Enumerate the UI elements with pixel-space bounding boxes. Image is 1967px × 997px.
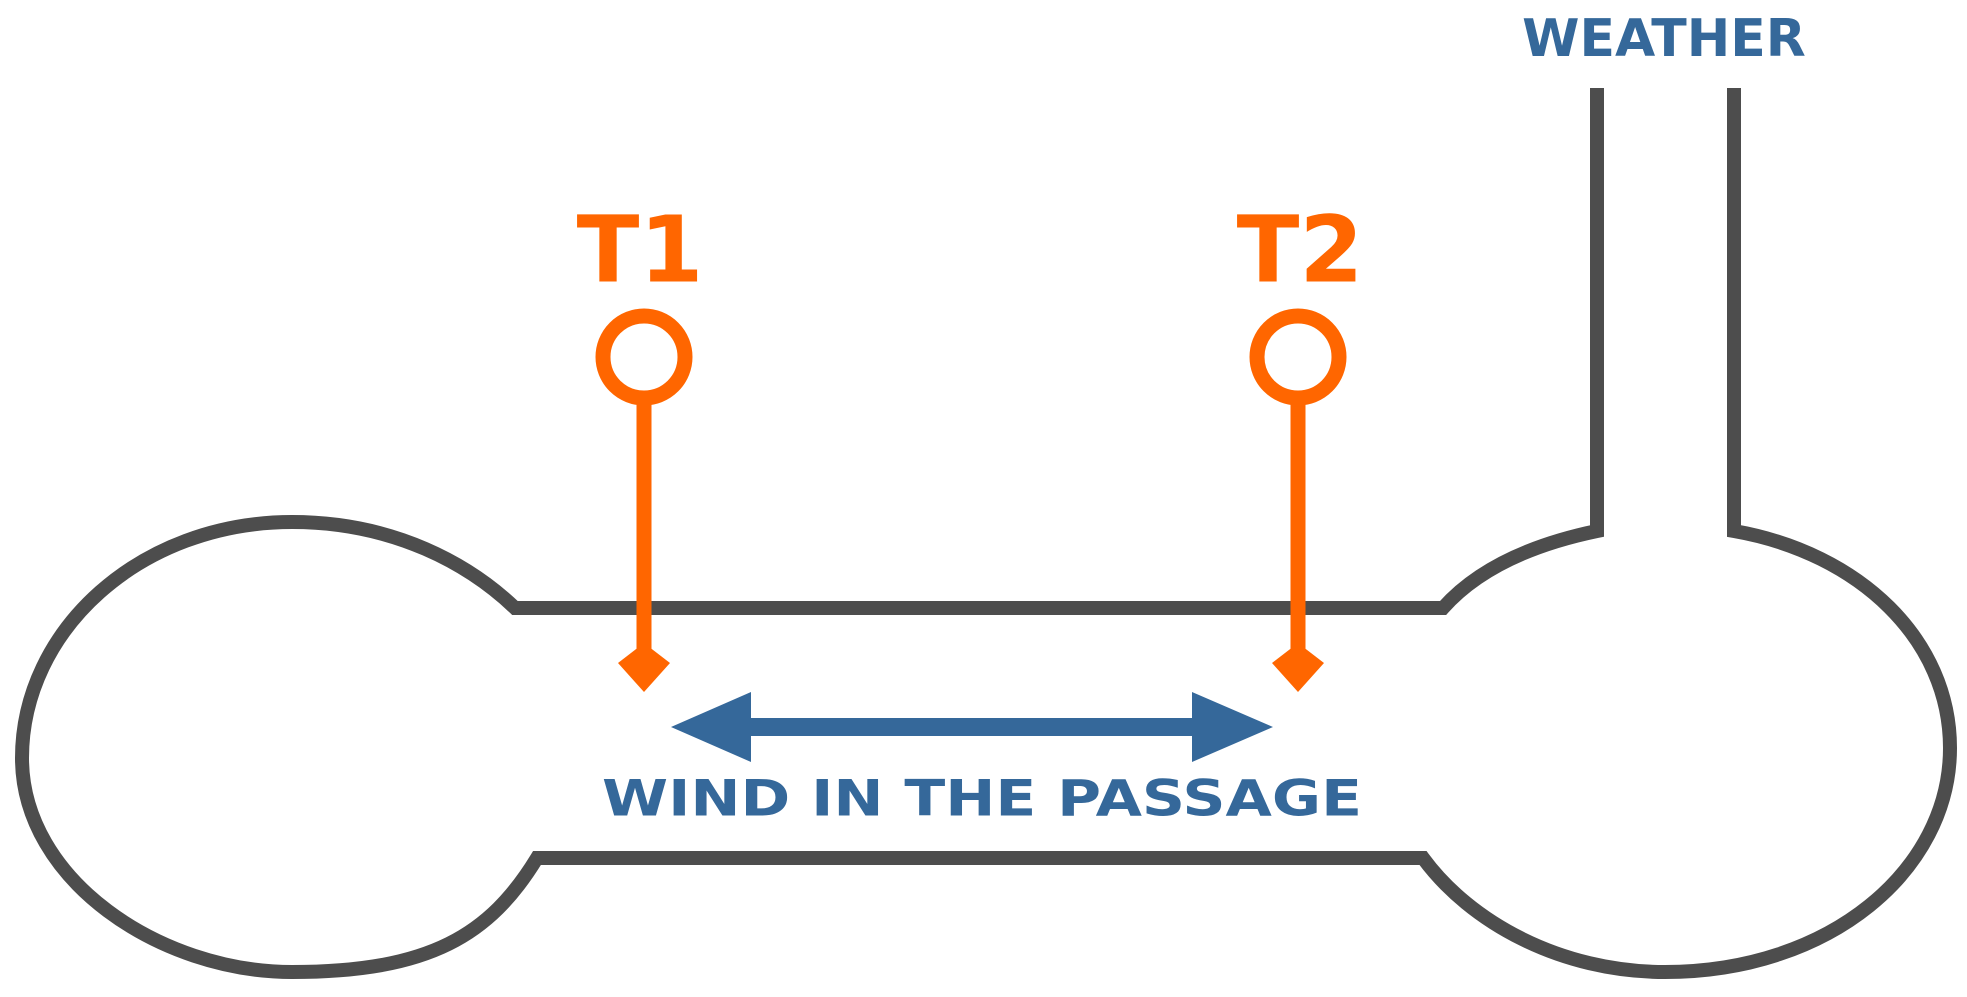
sensor-t1-ring [595, 308, 693, 406]
sensor-t2 [1249, 308, 1347, 692]
sensor-t2-tip [1272, 643, 1324, 692]
sensor-t1-label: T1 [577, 196, 704, 303]
wind-double-arrow [671, 692, 1273, 762]
sensor-t1 [595, 308, 693, 692]
weather-label: WEATHER [1522, 9, 1806, 69]
cave-outline [14, 88, 1958, 980]
passage-wind-label: WIND IN THE PASSAGE [602, 770, 1362, 828]
sensor-t1-tip [618, 643, 670, 692]
sensor-t2-ring [1249, 308, 1347, 406]
sensor-t2-label: T2 [1237, 196, 1364, 303]
